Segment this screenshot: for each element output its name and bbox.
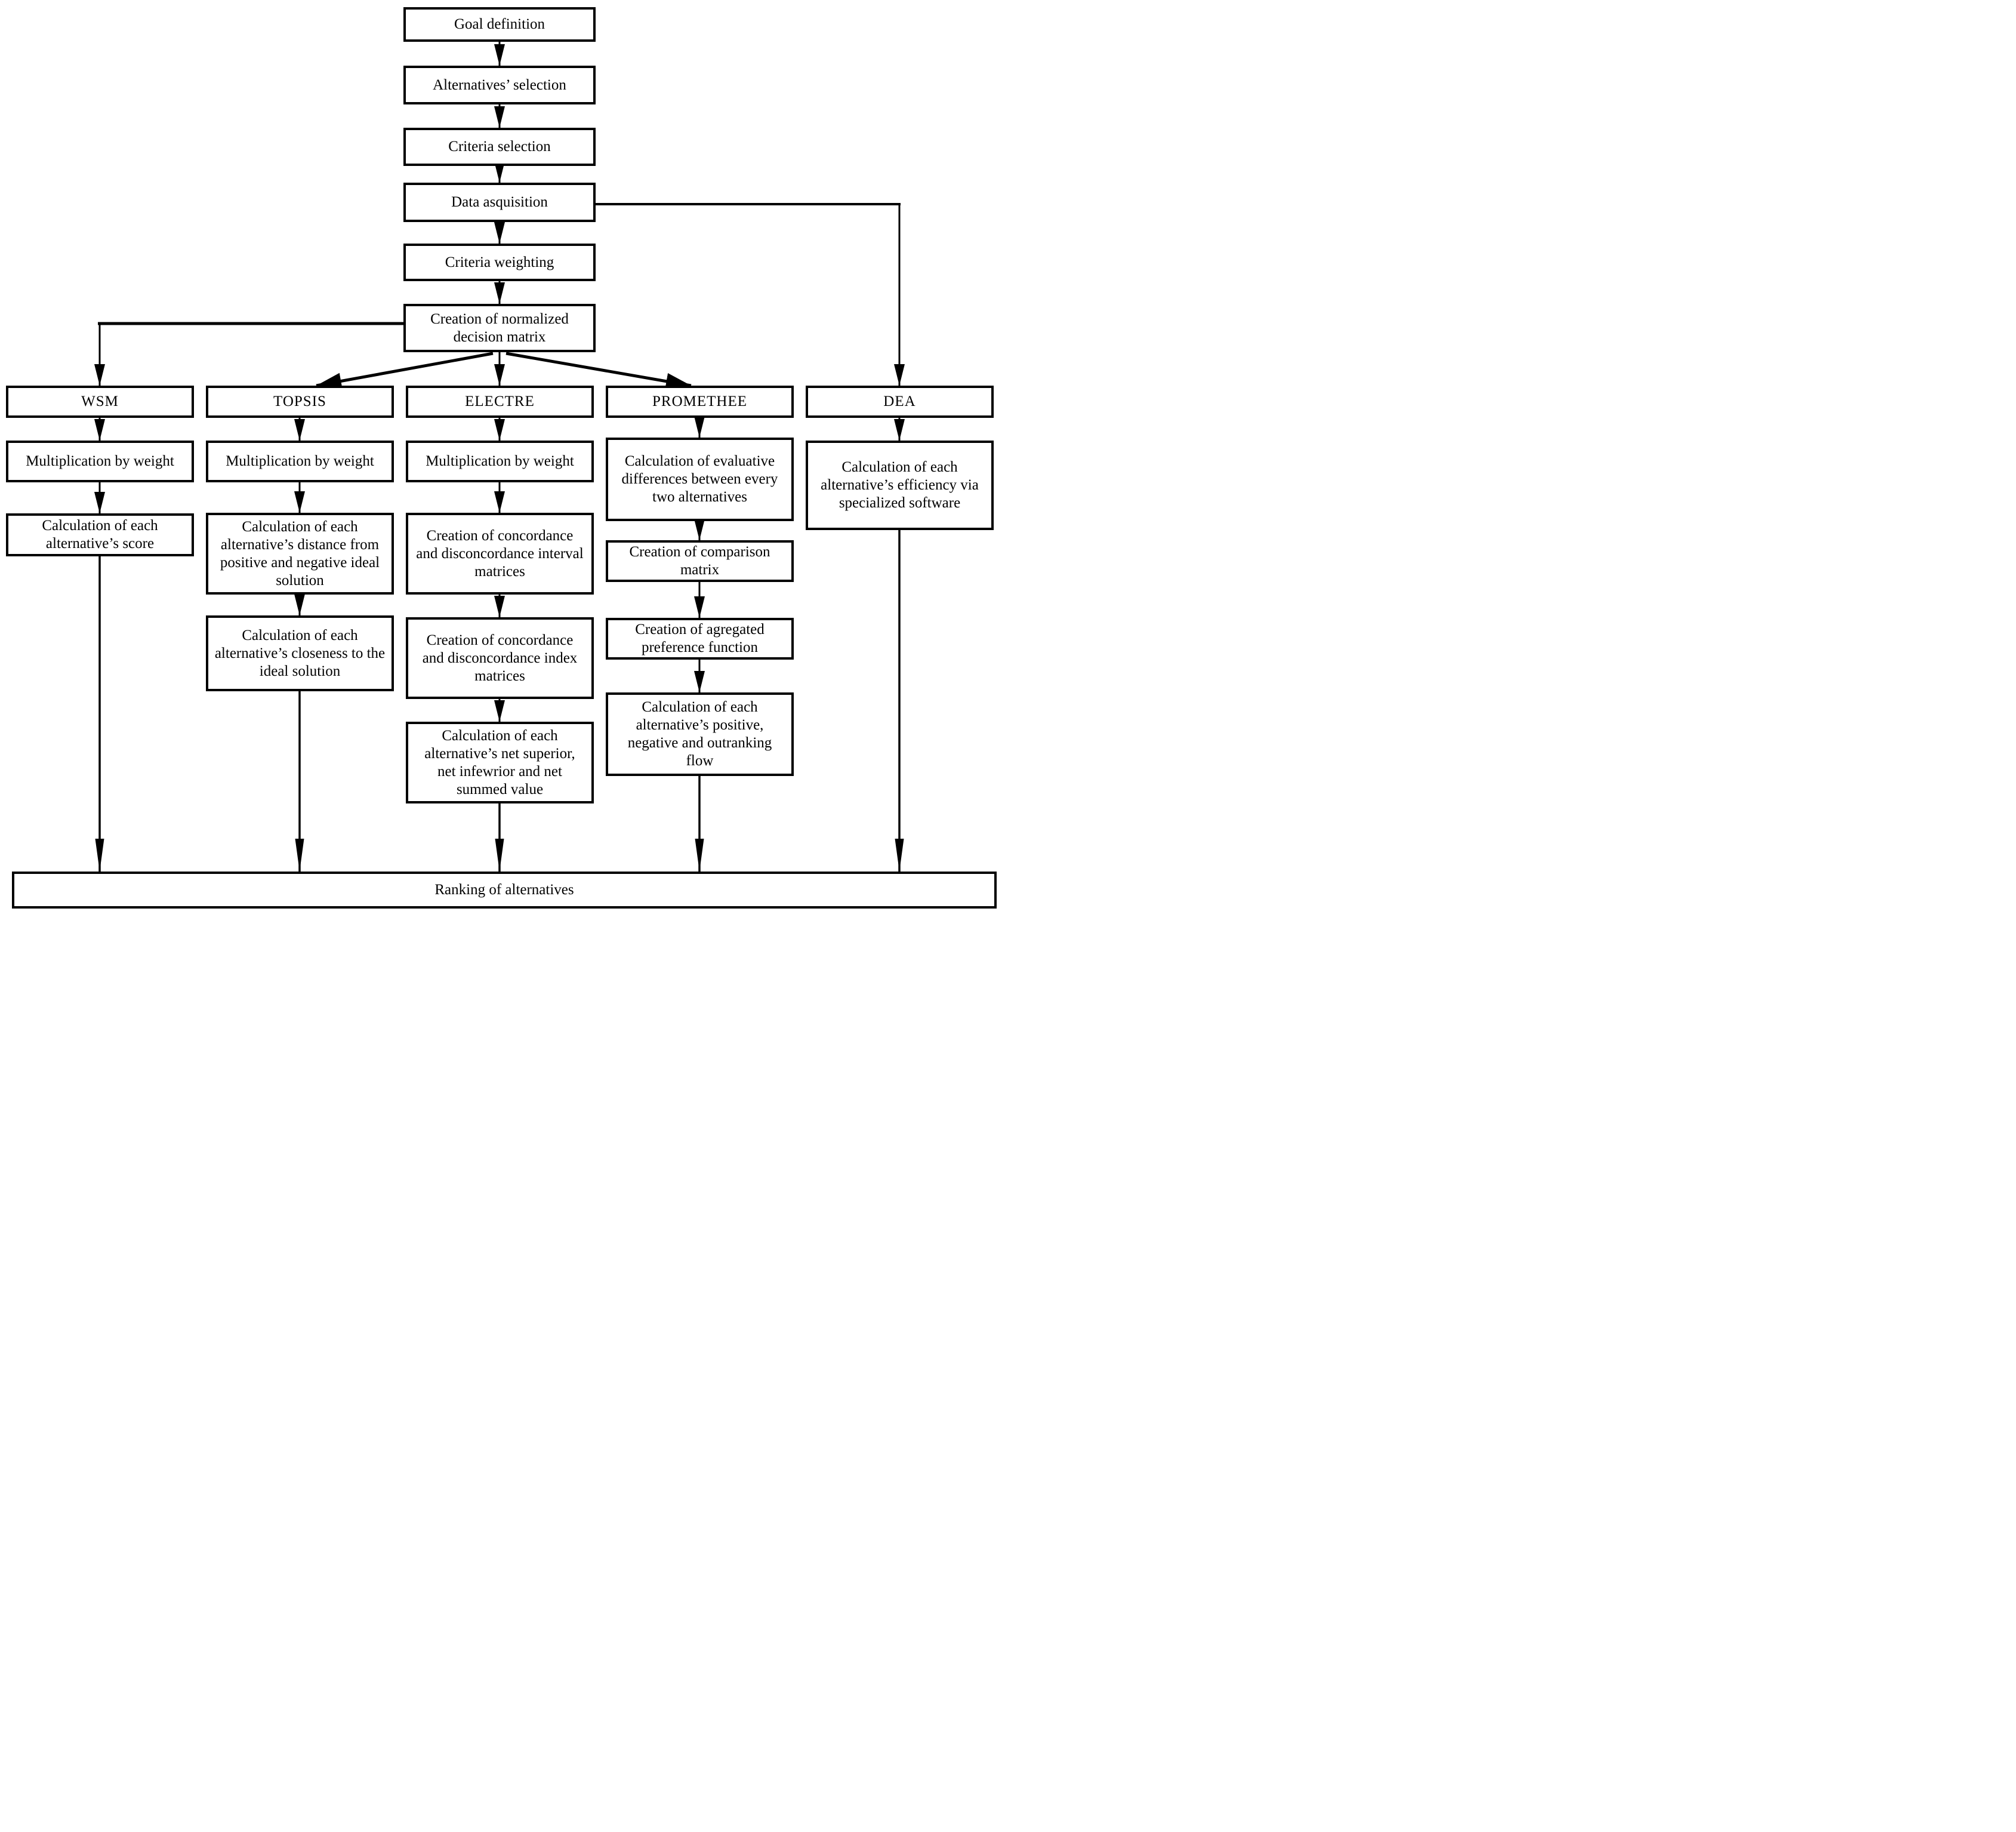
- node-electre-header: ELECTRE: [406, 386, 594, 418]
- node-data-acquisition: Data asquisition: [403, 183, 596, 222]
- node-ranking: Ranking of alternatives: [12, 872, 997, 909]
- node-wsm-header: WSM: [6, 386, 194, 418]
- node-promethee-header: PROMETHEE: [606, 386, 794, 418]
- node-promethee-evaluative-differences: Calculation of evaluative differences be…: [606, 438, 794, 521]
- node-goal-definition: Goal definition: [403, 7, 596, 42]
- node-electre-net-values: Calculation of each alternative’s net su…: [406, 722, 594, 803]
- node-topsis-distance: Calculation of each alternative’s distan…: [206, 513, 394, 595]
- node-criteria-weighting: Criteria weighting: [403, 244, 596, 281]
- node-promethee-comparison-matrix: Creation of comparison matrix: [606, 540, 794, 582]
- arrow-normalized-matrix-to-promethee: [505, 352, 692, 390]
- node-topsis-multiplication: Multiplication by weight: [206, 441, 394, 482]
- node-wsm-score: Calculation of each alternative’s score: [6, 513, 194, 556]
- node-topsis-header: TOPSIS: [206, 386, 394, 418]
- node-wsm-multiplication: Multiplication by weight: [6, 441, 194, 482]
- node-electre-interval-matrices: Creation of concordance and disconcordan…: [406, 513, 594, 595]
- node-electre-index-matrices: Creation of concordance and disconcordan…: [406, 617, 594, 699]
- node-alternatives-selection: Alternatives’ selection: [403, 66, 596, 104]
- node-dea-header: DEA: [806, 386, 994, 418]
- node-promethee-aggregated-preference: Creation of agregated preference functio…: [606, 618, 794, 660]
- node-promethee-outranking-flow: Calculation of each alternative’s positi…: [606, 692, 794, 776]
- arrow-normalized-matrix-to-topsis: [316, 352, 494, 390]
- node-electre-multiplication: Multiplication by weight: [406, 441, 594, 482]
- node-dea-efficiency: Calculation of each alternative’s effici…: [806, 441, 994, 530]
- flowchart-canvas: Goal definition Alternatives’ selection …: [0, 0, 1008, 916]
- node-topsis-closeness: Calculation of each alternative’s closen…: [206, 615, 394, 691]
- node-criteria-selection: Criteria selection: [403, 128, 596, 166]
- flow-connectors: [94, 42, 905, 872]
- node-normalized-decision-matrix: Creation of normalized decision matrix: [403, 304, 596, 352]
